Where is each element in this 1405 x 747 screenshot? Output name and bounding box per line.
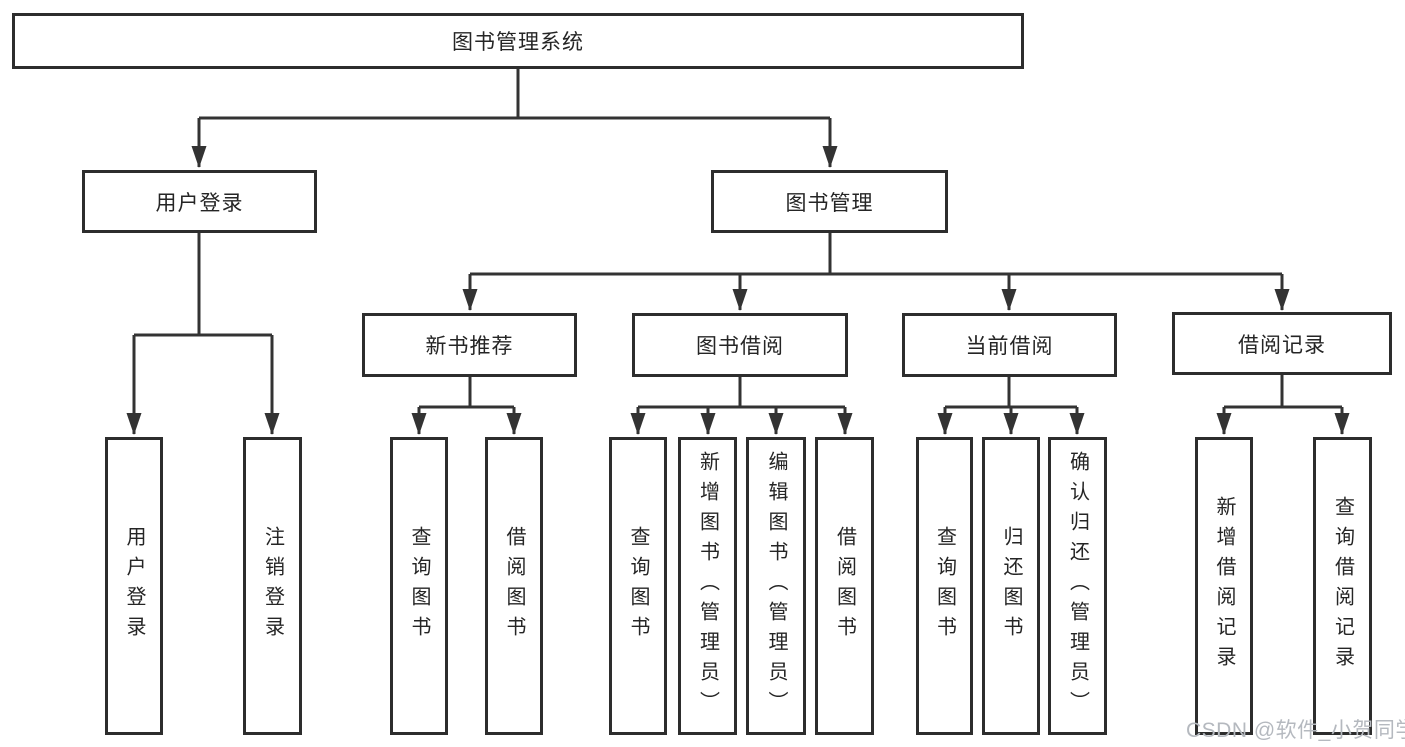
node-add-borrow-record: 新增借阅记录 [1195, 437, 1253, 735]
node-borrow-books-recommend-label: 借阅图书 [503, 526, 525, 646]
node-book-borrowing-label: 图书借阅 [696, 335, 784, 358]
node-user-login: 用户登录 [82, 170, 317, 233]
node-book-management-label: 图书管理 [785, 191, 874, 215]
watermark: CSDN @软件_小贺同学 [1186, 719, 1405, 742]
node-borrowing-records: 借阅记录 [1172, 312, 1392, 375]
node-return-books-label: 归还图书 [1000, 526, 1022, 646]
node-book-borrowing: 图书借阅 [632, 313, 848, 377]
node-user-login-label: 用户登录 [155, 191, 244, 215]
node-leaf-user-login-label: 用户登录 [123, 526, 145, 646]
node-query-books-borrowing: 查询图书 [609, 437, 667, 735]
node-borrow-books-recommend: 借阅图书 [485, 437, 543, 735]
node-query-borrow-record: 查询借阅记录 [1313, 437, 1372, 735]
node-book-management: 图书管理 [711, 170, 948, 233]
node-query-books-current-label: 查询图书 [933, 526, 956, 646]
node-system-label: 图书管理系统 [452, 31, 584, 54]
node-leaf-logout-label: 注销登录 [261, 526, 284, 646]
node-edit-books-admin: 编辑图书（管理员） [746, 437, 806, 735]
node-system: 图书管理系统 [12, 13, 1024, 69]
node-query-books-recommend: 查询图书 [390, 437, 448, 735]
node-edit-books-admin-label: 编辑图书（管理员） [765, 451, 787, 721]
node-query-books-recommend-label: 查询图书 [408, 526, 430, 646]
node-current-borrowing-label: 当前借阅 [965, 335, 1054, 358]
node-add-books-admin-label: 新增图书（管理员） [696, 451, 719, 721]
node-query-books-borrowing-label: 查询图书 [627, 526, 649, 646]
node-leaf-user-login: 用户登录 [105, 437, 163, 735]
node-new-book-recommend: 新书推荐 [362, 313, 577, 377]
node-query-books-current: 查询图书 [916, 437, 973, 735]
node-confirm-return-admin: 确认归还（管理员） [1048, 437, 1107, 735]
node-leaf-logout: 注销登录 [243, 437, 302, 735]
node-add-books-admin: 新增图书（管理员） [678, 437, 737, 735]
node-current-borrowing: 当前借阅 [902, 313, 1117, 377]
node-borrow-books-borrowing-label: 借阅图书 [833, 526, 856, 646]
node-borrowing-records-label: 借阅记录 [1238, 333, 1326, 357]
node-query-borrow-record-label: 查询借阅记录 [1331, 496, 1354, 676]
node-confirm-return-admin-label: 确认归还（管理员） [1066, 451, 1089, 721]
node-new-book-recommend-label: 新书推荐 [425, 335, 514, 358]
node-add-borrow-record-label: 新增借阅记录 [1213, 496, 1235, 676]
node-return-books: 归还图书 [982, 437, 1040, 735]
node-borrow-books-borrowing: 借阅图书 [815, 437, 874, 735]
